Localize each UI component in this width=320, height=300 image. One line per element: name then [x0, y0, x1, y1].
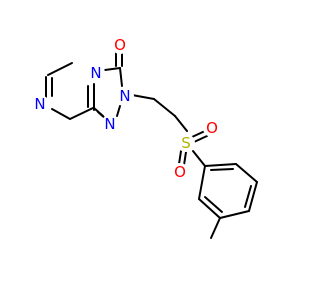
bond	[210, 217, 221, 239]
bond	[204, 196, 223, 213]
bond	[193, 135, 208, 143]
bond	[248, 181, 258, 212]
molecule-structure: O N N N N S O O	[34, 36, 258, 239]
bond	[198, 165, 206, 200]
atom-oxygen-sulfonyl: O	[174, 163, 186, 181]
atom-oxygen-sulfonyl: O	[206, 119, 218, 137]
bond	[51, 108, 71, 120]
bond	[69, 107, 94, 120]
atom-sulfur: S	[181, 134, 191, 152]
atom-nitrogen-triazole: N	[104, 115, 115, 133]
atom-nitrogen-triazole: N	[119, 87, 130, 105]
atom-nitrogen-bridgehead: N	[90, 64, 101, 82]
bond	[183, 151, 187, 166]
bond	[244, 185, 252, 208]
atom-nitrogen-pyrazine: N	[34, 95, 45, 113]
bond	[47, 62, 73, 76]
bond	[219, 210, 250, 219]
bond	[104, 67, 121, 71]
bond	[174, 115, 188, 132]
bond	[178, 150, 182, 165]
bond	[191, 130, 206, 138]
bond	[116, 105, 121, 117]
bond	[235, 163, 258, 183]
bond	[119, 67, 123, 87]
bond	[153, 98, 176, 117]
bond	[131, 94, 155, 100]
bond	[204, 163, 237, 167]
bond	[210, 168, 234, 171]
bond	[192, 150, 206, 167]
molecule-canvas: O N N N N S O O	[34, 36, 258, 239]
bond	[198, 198, 221, 219]
atom-oxygen-carbonyl: O	[114, 36, 126, 54]
